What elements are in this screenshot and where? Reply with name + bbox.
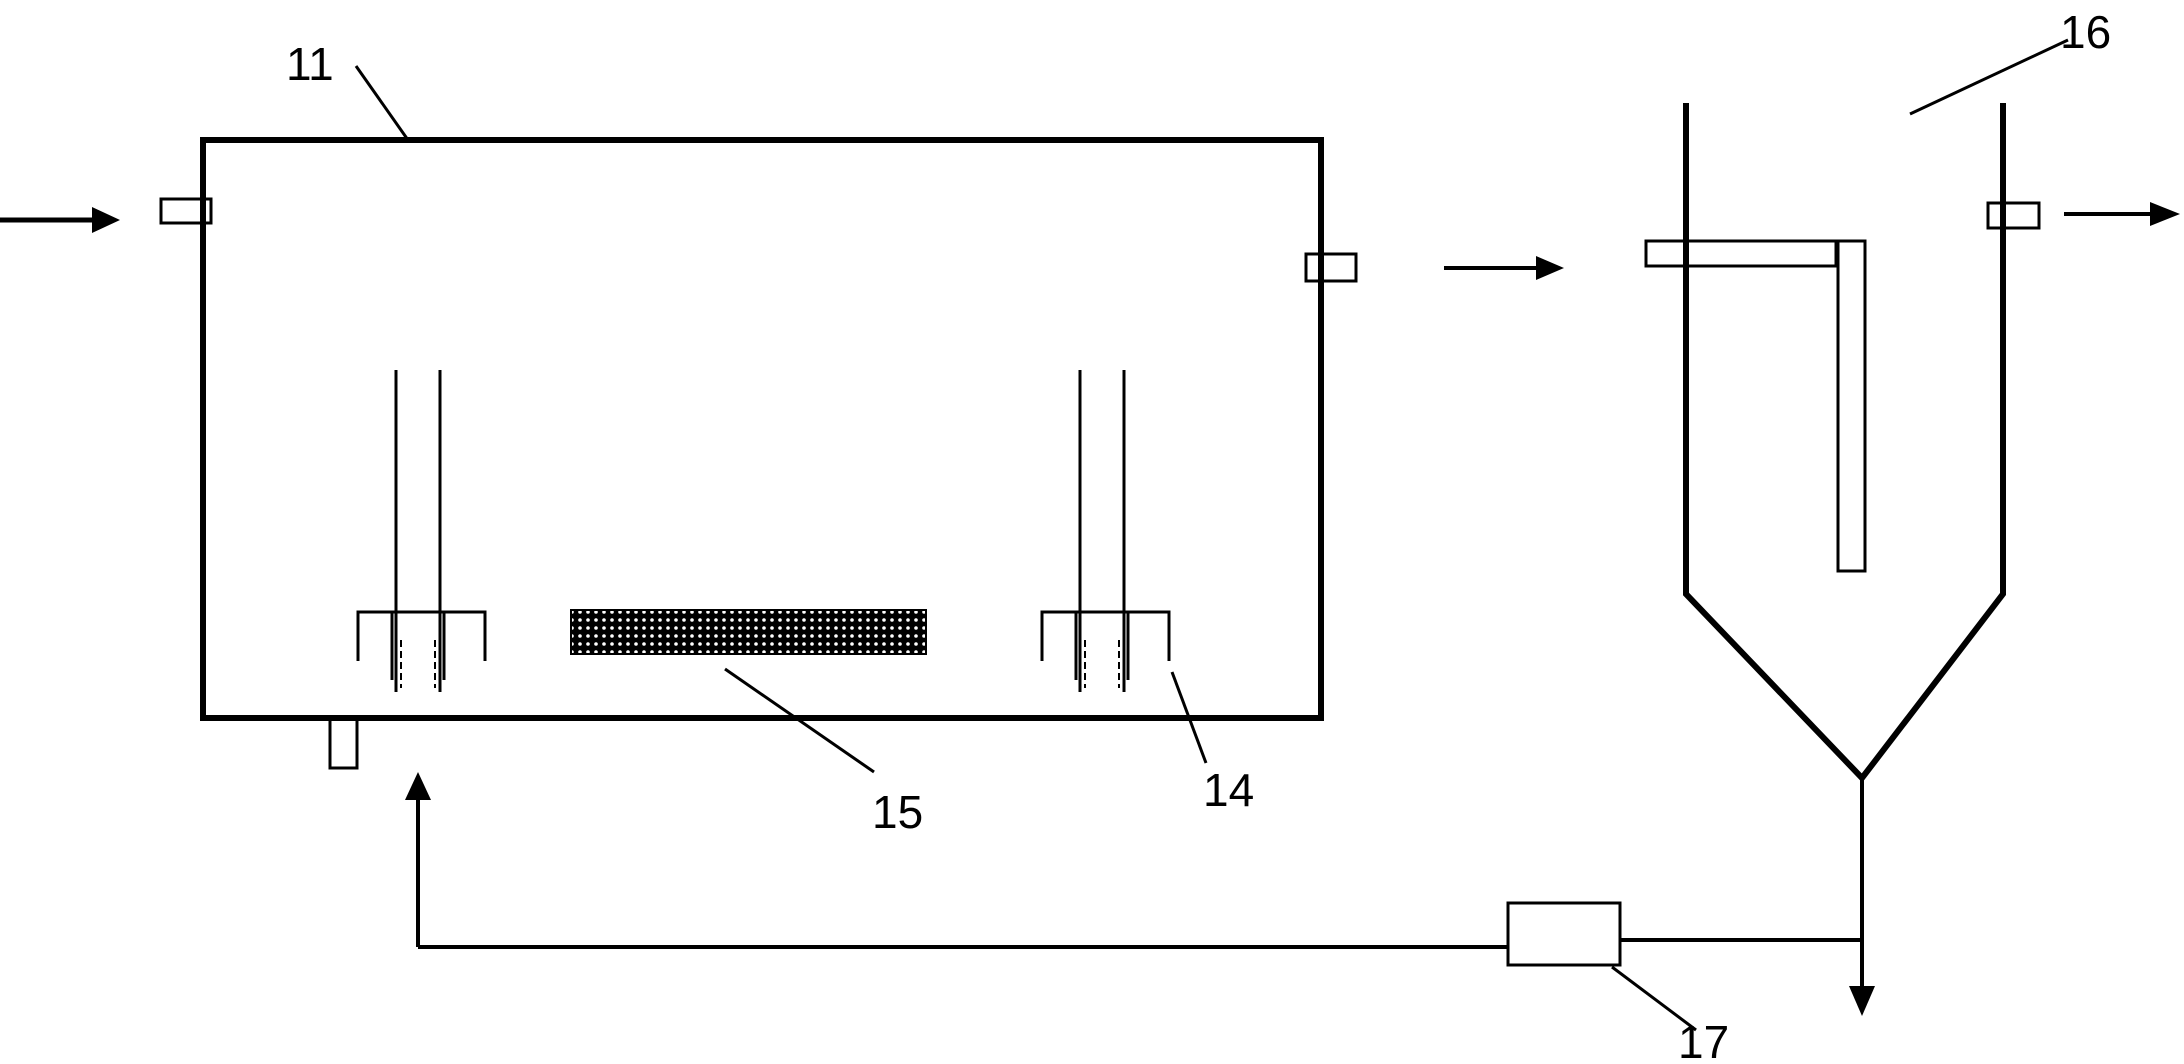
transfer-arrow	[1444, 256, 1564, 280]
tank-drain-nozzle	[328, 716, 359, 770]
inlet-nozzle	[159, 197, 213, 225]
reaction-tank	[200, 137, 1324, 721]
membrane-module	[570, 609, 927, 655]
settler-baffle	[1836, 239, 1867, 573]
leader-line-settler	[1909, 38, 2069, 116]
aerator-left	[356, 370, 487, 692]
leader-line-pump	[1611, 965, 1697, 1032]
leader-line-tank	[354, 65, 410, 141]
label-membrane: 15	[872, 786, 923, 838]
label-tank: 11	[286, 38, 334, 90]
settler-inlet-pipe	[1644, 239, 1838, 268]
aerator-right	[1040, 370, 1171, 692]
effluent-arrow	[2064, 202, 2180, 226]
inlet-arrow	[0, 207, 120, 233]
leader-line-aerator	[1170, 671, 1208, 764]
label-settler: 16	[2060, 6, 2111, 58]
tank-outlet-nozzle	[1304, 252, 1358, 283]
label-pump: 17	[1678, 1016, 1729, 1064]
return-pump	[1506, 901, 1622, 967]
sludge-return-line	[405, 772, 1862, 949]
settling-tank	[1683, 103, 2006, 1016]
settler-outlet-nozzle	[1986, 201, 2041, 230]
leader-line-membrane	[724, 667, 875, 774]
label-aerator: 14	[1203, 764, 1254, 816]
